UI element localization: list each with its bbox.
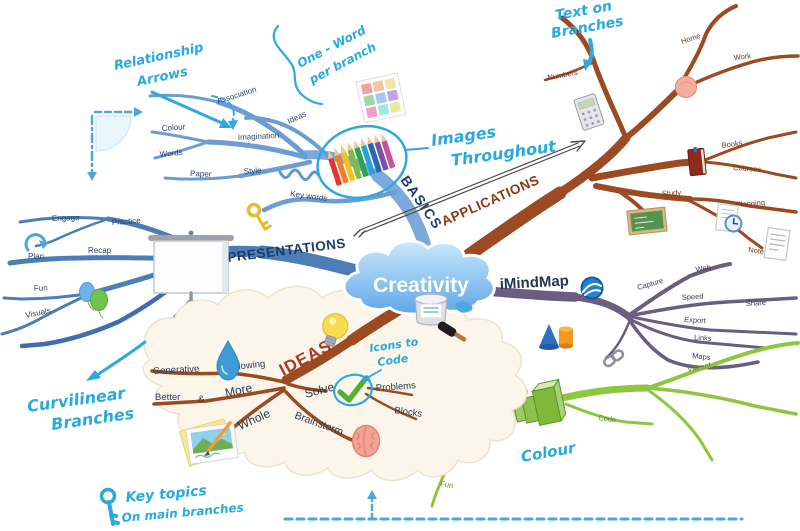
applications-sub-label: Books xyxy=(721,138,743,150)
basics-sub-label: Style xyxy=(244,166,263,176)
ideas-sub-label: Better xyxy=(155,392,180,403)
applications-sub-label: Numbers xyxy=(547,68,579,82)
imindmap-sub-label: Share xyxy=(746,298,766,308)
ideas-sub-label: Generative xyxy=(153,364,200,377)
calculator-icon xyxy=(573,93,605,131)
applications-sub-label: Home xyxy=(680,31,702,46)
clock-schedule-icon xyxy=(715,203,743,233)
check-mark-icon xyxy=(333,373,373,407)
red-book-icon xyxy=(687,146,707,177)
chalkboard-icon xyxy=(626,206,668,236)
ideas-sub-label: More xyxy=(224,380,254,399)
paint-splash-icon xyxy=(455,301,473,313)
color-pencils-icon xyxy=(328,133,396,186)
presentations-sub-label: Fun xyxy=(34,283,48,293)
key-doodle-icon xyxy=(99,487,120,526)
imindmap-label: iMindMap xyxy=(499,272,569,293)
imindmap-sub-label: Links xyxy=(694,333,712,343)
annotation-text: Arrows xyxy=(135,64,190,90)
presentations-branch: Practice Engage Recap Plan Fun Visuals P… xyxy=(0,213,367,349)
center-label: Creativity xyxy=(373,274,469,297)
presentations-sub-label: Practice xyxy=(112,216,142,227)
annotation-text: Colour xyxy=(520,438,579,466)
balloons-icon xyxy=(79,282,108,319)
annotation-curvilinear: Curvilinear Branches xyxy=(26,340,147,434)
basics-sub-label: Colour xyxy=(162,122,186,133)
annotation-text-on-branches: Text on Branches xyxy=(550,0,625,71)
gold-key-icon xyxy=(246,202,272,231)
imindmap-sub-label: Capture xyxy=(636,276,664,292)
basics-sub-label: Association xyxy=(216,85,258,106)
imindmap-sub-label: Maps xyxy=(692,351,711,362)
paint-bucket-icon xyxy=(414,293,467,342)
ideas-sub-label: & xyxy=(198,394,205,405)
presentations-sub-label: Plan xyxy=(28,252,44,261)
globe-icon xyxy=(580,276,604,300)
photo-stack-icon xyxy=(178,418,239,467)
pencils-pointer-line xyxy=(404,147,429,151)
brain-icon xyxy=(351,424,381,458)
imindmap-sub-label: Speed xyxy=(682,292,704,302)
presentations-sub-label: Recap xyxy=(88,246,112,255)
basics-sub-label: Imagination xyxy=(238,131,280,142)
center-node: Creativity xyxy=(342,239,496,316)
hand-drawn-ring xyxy=(333,373,373,407)
annotation-text: Key topics xyxy=(125,483,207,506)
colour-sub-label: Code xyxy=(598,413,617,424)
color-palette-icon xyxy=(355,72,407,124)
cone-and-cylinder-icon xyxy=(539,324,573,350)
face-icon xyxy=(674,75,698,99)
dashed-arrowhead-down xyxy=(87,172,97,181)
bottom-dashed-guide xyxy=(283,490,744,521)
presentations-sub-label: Visuals xyxy=(25,306,52,320)
colour-sub-label: Vibrant xyxy=(687,360,713,374)
applications-sub-label: Planning xyxy=(736,198,766,209)
chain-link-icon xyxy=(603,349,625,368)
ideas-sub-label: Flowing xyxy=(232,359,266,373)
dashed-arrowhead-right xyxy=(134,107,143,117)
applications-sub-label: Notes xyxy=(748,245,769,257)
applications-sub-label: Study xyxy=(662,188,682,198)
imindmap-sub-label: Export xyxy=(684,315,707,325)
annotation-text: Code xyxy=(377,352,410,369)
sketch-arrow-icon xyxy=(353,140,586,238)
squiggle-branch xyxy=(278,168,321,181)
quarter-circle-fan xyxy=(87,107,143,181)
basics-sub-label: Words xyxy=(159,148,183,159)
basics-sub-label: Ideas xyxy=(286,109,308,125)
applications-sub-label: Courses xyxy=(733,163,762,174)
refresh-arrow-icon xyxy=(24,233,48,252)
ideas-sub-label: Problems xyxy=(375,380,416,394)
document-icon xyxy=(763,226,791,262)
annotation-colour: Colour xyxy=(520,438,579,466)
ideas-sub-label: Blocks xyxy=(394,405,423,420)
lightbulb-icon xyxy=(322,313,349,347)
water-drop-icon xyxy=(216,339,240,381)
annotation-text: Relationship xyxy=(113,40,205,74)
applications-sub-label: Work xyxy=(733,51,751,62)
presentations-sub-label: Engage xyxy=(52,213,80,223)
basics-sub-label: Paper xyxy=(190,169,212,179)
imindmap-sub-label: Web xyxy=(695,262,712,274)
annotation-key-topics: Key topics On main branches xyxy=(99,483,244,526)
zoom-steps-icon xyxy=(506,378,567,427)
colour-sub-label: Fun xyxy=(440,479,454,490)
